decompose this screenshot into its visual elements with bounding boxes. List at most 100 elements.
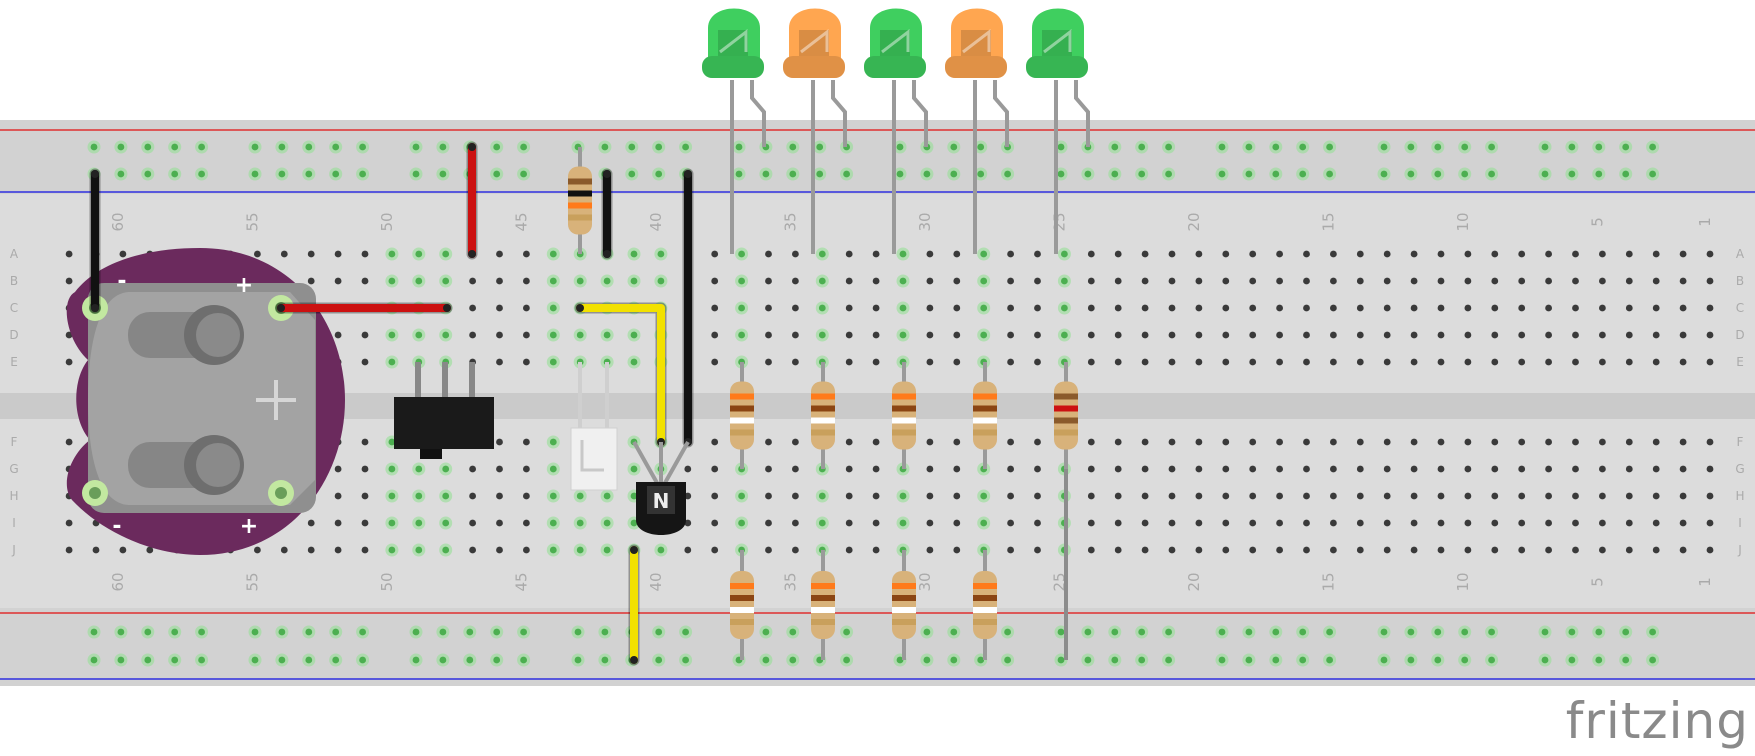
rail-hole bbox=[628, 143, 636, 151]
hole bbox=[469, 519, 476, 527]
hole bbox=[1491, 358, 1499, 366]
column-number: 40 bbox=[647, 212, 665, 231]
hole bbox=[254, 250, 261, 258]
hole bbox=[576, 546, 584, 554]
hole bbox=[1464, 277, 1472, 285]
resistor-top-band bbox=[568, 202, 592, 209]
hole bbox=[1356, 331, 1364, 339]
hole bbox=[1491, 250, 1499, 258]
hole bbox=[792, 358, 799, 366]
rail-hole bbox=[305, 628, 313, 636]
hole bbox=[1491, 546, 1499, 554]
rail-hole bbox=[198, 170, 206, 178]
hole bbox=[1706, 304, 1714, 312]
hole bbox=[1599, 465, 1606, 473]
led-die-mark bbox=[962, 28, 991, 54]
hole bbox=[469, 277, 476, 285]
hole bbox=[119, 546, 127, 554]
hole bbox=[1330, 438, 1337, 446]
hole bbox=[1141, 465, 1149, 473]
hole bbox=[549, 465, 557, 473]
led-green bbox=[702, 8, 766, 254]
hole bbox=[388, 519, 396, 527]
hole bbox=[1410, 277, 1418, 285]
hole bbox=[1410, 492, 1418, 500]
resistor-bottom-1-band bbox=[730, 595, 754, 601]
hole bbox=[926, 492, 934, 500]
hole bbox=[953, 331, 961, 339]
hole bbox=[576, 277, 584, 285]
rail-hole bbox=[439, 170, 447, 178]
rail-hole bbox=[1461, 170, 1469, 178]
row-letter: D bbox=[9, 328, 18, 342]
led-lead-short bbox=[831, 80, 847, 147]
led-rim bbox=[945, 56, 1007, 78]
hole bbox=[1599, 277, 1606, 285]
resistor-top-band bbox=[568, 178, 592, 185]
rail-hole bbox=[1595, 143, 1603, 151]
resistor-bottom-4-band bbox=[973, 619, 997, 625]
hole bbox=[1625, 250, 1633, 258]
resistor-row-1-band bbox=[730, 417, 754, 424]
hole bbox=[711, 331, 719, 339]
hole bbox=[1679, 546, 1687, 554]
hole bbox=[630, 492, 638, 500]
hole bbox=[1464, 358, 1472, 366]
hole bbox=[1679, 492, 1687, 500]
rail-hole bbox=[332, 143, 340, 151]
rail-hole bbox=[1622, 656, 1630, 664]
hole bbox=[953, 304, 961, 312]
hole bbox=[388, 358, 396, 366]
hole bbox=[1383, 465, 1391, 473]
hole bbox=[845, 358, 853, 366]
rail-hole bbox=[412, 628, 420, 636]
led-die bbox=[1042, 30, 1072, 56]
rail-hole bbox=[1165, 143, 1172, 151]
rail-hole bbox=[1272, 656, 1280, 664]
resistor-row-3-band bbox=[892, 393, 916, 400]
hole bbox=[1141, 492, 1149, 500]
hole bbox=[1652, 438, 1660, 446]
hole bbox=[899, 277, 907, 285]
hole bbox=[496, 277, 503, 285]
hole bbox=[334, 465, 342, 473]
hole bbox=[1195, 492, 1203, 500]
hole bbox=[523, 331, 530, 339]
hole bbox=[1356, 519, 1364, 527]
hole bbox=[684, 546, 692, 554]
hole bbox=[415, 492, 423, 500]
resistor-bottom-2-body bbox=[811, 571, 835, 639]
rail-hole bbox=[1218, 143, 1226, 151]
hole bbox=[1222, 546, 1230, 554]
hole bbox=[872, 438, 880, 446]
hole bbox=[1114, 546, 1122, 554]
hole bbox=[1034, 546, 1041, 554]
rail-hole bbox=[574, 656, 582, 664]
hole bbox=[1114, 438, 1122, 446]
rail-hole bbox=[601, 628, 609, 636]
rail-hole bbox=[305, 170, 313, 178]
rail-hole bbox=[359, 170, 366, 178]
hole bbox=[1545, 546, 1552, 554]
hole bbox=[1330, 277, 1337, 285]
rail-hole bbox=[332, 628, 340, 636]
hole bbox=[388, 250, 396, 258]
rail-hole bbox=[1488, 656, 1495, 664]
rail-hole bbox=[682, 628, 689, 636]
hole bbox=[899, 492, 907, 500]
rail-hole bbox=[789, 143, 797, 151]
row-letter: G bbox=[1735, 462, 1744, 476]
column-number: 20 bbox=[1185, 212, 1203, 231]
hole bbox=[1249, 438, 1257, 446]
hole bbox=[469, 546, 476, 554]
hole bbox=[1491, 465, 1499, 473]
hole bbox=[1545, 250, 1552, 258]
hole bbox=[496, 250, 503, 258]
hole bbox=[388, 277, 396, 285]
hole bbox=[603, 331, 611, 339]
hole bbox=[1276, 331, 1283, 339]
hole bbox=[65, 250, 73, 258]
resistor-bottom-3-band bbox=[892, 619, 916, 625]
resistor-row-5-band bbox=[1054, 417, 1078, 424]
hole bbox=[711, 358, 719, 366]
